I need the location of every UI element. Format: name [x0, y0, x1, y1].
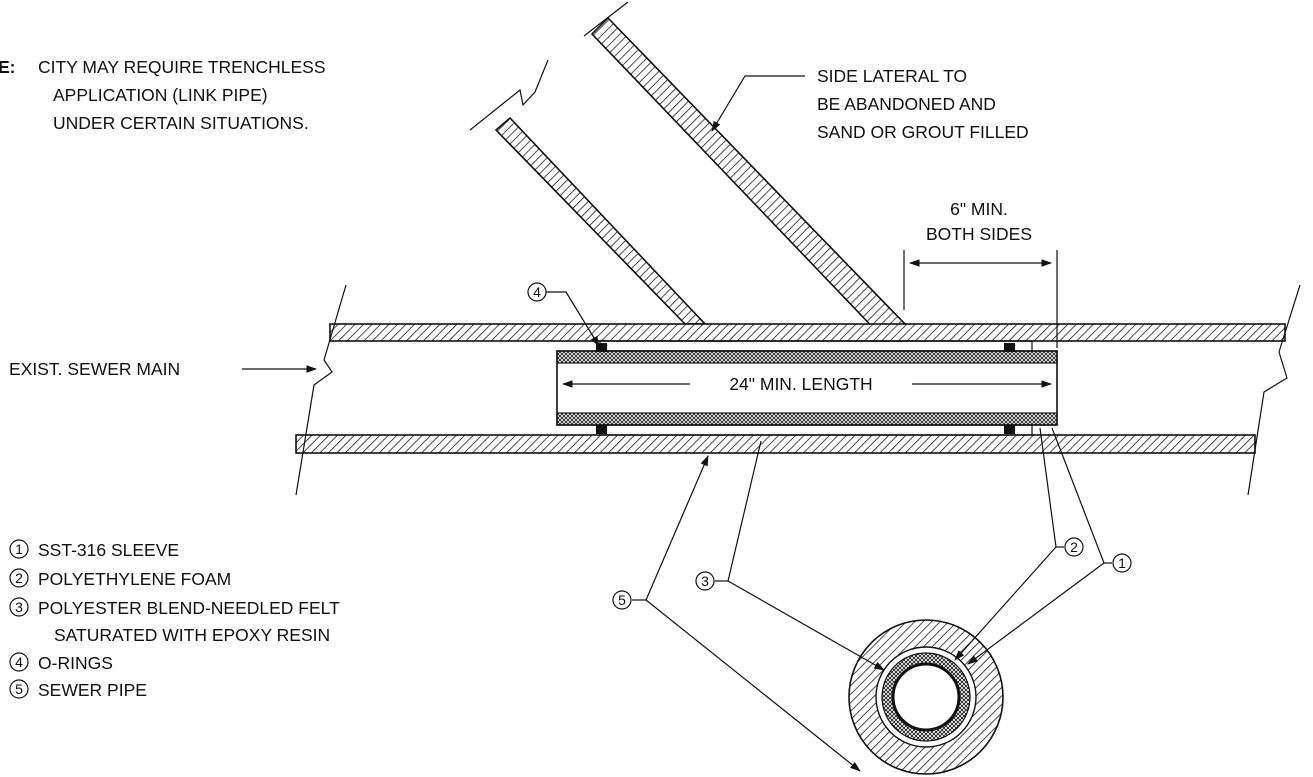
- felt-layer-top: [556, 350, 1058, 364]
- callout-5-leader-a: [645, 455, 709, 601]
- legend-2-number: 2: [15, 570, 23, 586]
- note-prefix: E:: [0, 57, 16, 77]
- min-sides-line-2: BOTH SIDES: [926, 224, 1032, 244]
- lateral-break-line-left: [469, 59, 549, 131]
- main-break-line-left: [295, 284, 347, 496]
- callout-3: 3: [695, 571, 715, 591]
- note-line-1: CITY MAY REQUIRE TRENCHLESS: [38, 57, 326, 77]
- legend-item-3: 3 POLYESTER BLEND-NEEDLED FELT SATURATED…: [9, 597, 340, 645]
- side-lateral-line-1: SIDE LATERAL TO: [817, 66, 967, 86]
- legend-5-number: 5: [15, 681, 23, 697]
- main-break-line-right: [1247, 284, 1301, 496]
- o-ring-top-right: [1004, 343, 1015, 352]
- legend-3-text-line-2: SATURATED WITH EPOXY RESIN: [54, 625, 330, 645]
- legend-item-4: 4 O-RINGS: [9, 652, 113, 673]
- side-lateral-callout: SIDE LATERAL TO BE ABANDONED AND SAND OR…: [711, 66, 1029, 142]
- legend-1-text: SST-316 SLEEVE: [38, 540, 179, 560]
- link-pipe-sleeve: [556, 340, 1058, 436]
- callout-5: 5: [612, 590, 632, 610]
- callout-3-leader-a: [727, 440, 762, 582]
- min-sides-dimension: 6" MIN. BOTH SIDES: [903, 199, 1058, 348]
- callout-2: 2: [1064, 537, 1084, 557]
- callout-2-leader-b: [954, 546, 1057, 661]
- callout-4-leader: [546, 291, 600, 347]
- legend-2-text: POLYETHYLENE FOAM: [38, 569, 231, 589]
- main-top-wall: [329, 323, 1286, 342]
- o-ring-bottom-left: [596, 425, 607, 434]
- legend: 1 SST-316 SLEEVE 2 POLYETHYLENE FOAM 3 P…: [9, 539, 340, 700]
- note-block: E: CITY MAY REQUIRE TRENCHLESS APPLICATI…: [0, 57, 326, 133]
- o-ring-top-left: [596, 343, 607, 352]
- exist-main-callout: EXIST. SEWER MAIN: [9, 359, 318, 379]
- min-sides-line-1: 6" MIN.: [950, 199, 1008, 219]
- component-leaders: [632, 427, 1112, 772]
- length-dimension: 24" MIN. LENGTH: [561, 374, 1053, 394]
- callout-4: 4: [527, 282, 600, 347]
- callout-1-number: 1: [1118, 555, 1126, 571]
- callout-1-leader-b: [967, 562, 1105, 665]
- exist-main-label: EXIST. SEWER MAIN: [9, 359, 180, 379]
- side-lateral-leader: [711, 75, 805, 132]
- legend-4-number: 4: [15, 654, 23, 670]
- legend-3-number: 3: [15, 599, 23, 615]
- legend-item-5: 5 SEWER PIPE: [9, 679, 147, 700]
- felt-layer-bottom: [556, 412, 1058, 426]
- callout-2-leader-a: [1039, 427, 1057, 548]
- note-line-2: APPLICATION (LINK PIPE): [53, 85, 268, 105]
- side-lateral-line-2: BE ABANDONED AND: [817, 94, 996, 114]
- side-lateral-line-3: SAND OR GROUT FILLED: [817, 122, 1029, 142]
- callout-2-number: 2: [1070, 539, 1078, 555]
- legend-3-text-line-1: POLYESTER BLEND-NEEDLED FELT: [38, 598, 340, 618]
- legend-1-number: 1: [15, 541, 23, 557]
- section-sleeve: [891, 662, 961, 732]
- sewer-main: [295, 284, 1301, 496]
- lateral-left-wall: [494, 116, 707, 325]
- legend-5-text: SEWER PIPE: [38, 680, 147, 700]
- foam-strip-bottom: [599, 424, 1033, 436]
- foam-strip-top: [599, 340, 1033, 352]
- legend-item-2: 2 POLYETHYLENE FOAM: [9, 568, 231, 589]
- callout-5-leader-b: [645, 599, 861, 772]
- length-label: 24" MIN. LENGTH: [729, 374, 872, 394]
- callout-1: 1: [1112, 553, 1132, 573]
- callout-5-number: 5: [618, 592, 626, 608]
- callout-3-leader-b: [727, 580, 885, 671]
- main-bottom-wall: [295, 434, 1256, 454]
- pipe-cross-section: [848, 619, 1004, 775]
- callout-4-number: 4: [533, 284, 541, 300]
- callout-3-number: 3: [701, 573, 709, 589]
- legend-4-text: O-RINGS: [38, 653, 113, 673]
- o-ring-bottom-right: [1004, 425, 1015, 434]
- lateral-break-line-right: [583, 1, 629, 37]
- legend-item-1: 1 SST-316 SLEEVE: [9, 539, 179, 560]
- callout-1-leader-a: [1051, 427, 1105, 564]
- note-line-3: UNDER CERTAIN SITUATIONS.: [53, 113, 309, 133]
